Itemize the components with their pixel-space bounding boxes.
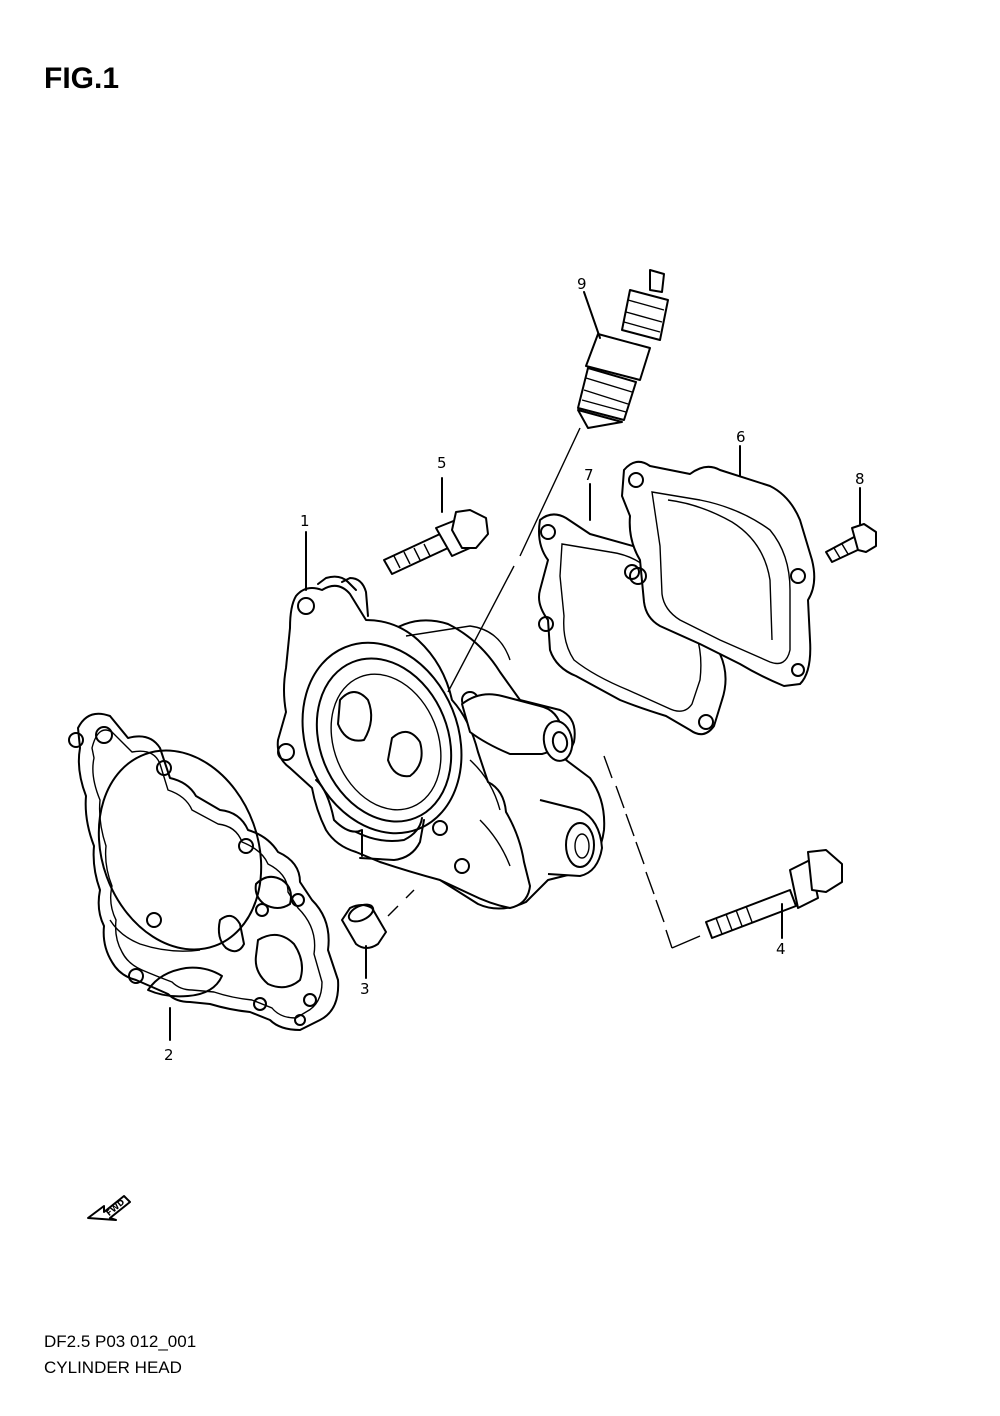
part-1-cylinder-head[interactable] <box>275 531 606 910</box>
callout-7: 7 <box>584 466 594 484</box>
centerline-9 <box>519 427 581 557</box>
part-9-spark-plug[interactable] <box>577 269 669 429</box>
callout-2: 2 <box>164 1046 174 1064</box>
part-6-head-cover[interactable] <box>621 445 816 687</box>
figure-code: DF2.5 P03 012_001 <box>44 1332 197 1351</box>
callout-5: 5 <box>437 454 447 472</box>
part-2-head-gasket[interactable] <box>68 712 340 1041</box>
figure-name: CYLINDER HEAD <box>44 1358 182 1377</box>
part-3-dowel-pin[interactable] <box>341 889 415 979</box>
part-4-long-bolt[interactable] <box>705 849 843 939</box>
part-8-small-bolt[interactable] <box>825 487 877 563</box>
centerline-4 <box>603 755 673 949</box>
callout-6: 6 <box>736 428 746 446</box>
callout-4: 4 <box>776 940 786 958</box>
fwd-arrow-icon: FWD <box>87 1195 131 1221</box>
callout-1: 1 <box>300 512 310 530</box>
callout-9: 9 <box>577 275 587 293</box>
callout-3: 3 <box>360 980 370 998</box>
figure-title: FIG.1 <box>44 62 120 95</box>
callout-8: 8 <box>855 470 865 488</box>
part-5-bolt[interactable] <box>383 477 489 575</box>
leader-9 <box>583 291 601 339</box>
